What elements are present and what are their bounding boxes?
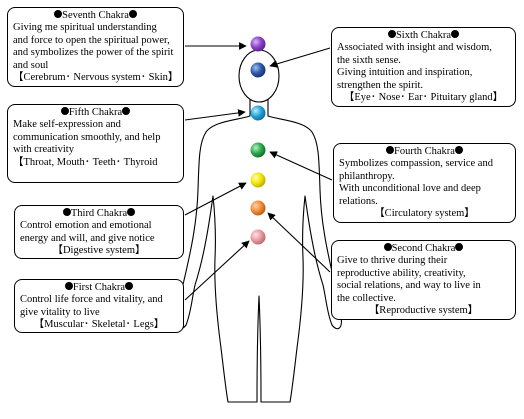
organs-line: 【Circulatory system】 bbox=[374, 208, 475, 220]
third-chakra-title: Third Chakra bbox=[20, 208, 178, 220]
description-line: the collective. bbox=[337, 292, 396, 304]
fourth-chakra-title: Fourth Chakra bbox=[339, 146, 510, 158]
description-line: Symbolizes compassion, service and bbox=[339, 158, 493, 170]
second-chakra-sphere bbox=[250, 200, 266, 216]
bullet-icon bbox=[122, 107, 131, 115]
fifth-chakra-title: Fifth Chakra bbox=[13, 107, 178, 119]
bullet-icon bbox=[455, 243, 464, 251]
sixth-chakra-sphere bbox=[250, 62, 266, 78]
description-line: Control life force and vitality, and bbox=[20, 294, 163, 306]
seventh-chakra-box: Seventh Chakra Giving me spiritual under… bbox=[7, 7, 184, 87]
sixth-chakra-box: Sixth Chakra Associated with insight and… bbox=[331, 27, 516, 107]
bullet-icon bbox=[64, 282, 73, 290]
second-chakra-box: Second Chakra Give to thrive during thei… bbox=[331, 240, 516, 320]
bullet-icon bbox=[454, 146, 463, 154]
second-chakra-arrow bbox=[267, 212, 331, 273]
human-silhouette bbox=[176, 49, 342, 403]
organs-line: 【Eye･ Nose･ Ear･ Pituitary gland】 bbox=[343, 92, 504, 104]
description-line: Associated with insight and wisdom, bbox=[337, 42, 492, 54]
description-line: give vitality to live bbox=[20, 306, 100, 318]
description-line: reproductive ability, creativity, bbox=[337, 267, 466, 279]
bullet-icon bbox=[54, 10, 63, 18]
bullet-icon bbox=[60, 107, 69, 115]
sixth-chakra-arrow bbox=[269, 47, 331, 68]
second-chakra-title: Second Chakra bbox=[337, 243, 510, 255]
description-line: Giving me spiritual understanding bbox=[13, 22, 157, 34]
fourth-chakra-arrow bbox=[269, 151, 333, 181]
description-line: Give to thrive during their bbox=[337, 255, 448, 267]
bullet-icon bbox=[386, 146, 395, 154]
description-line: With unconditional love and deep bbox=[339, 183, 481, 195]
description-line: Control emotion and emotional bbox=[20, 220, 152, 232]
description-line: the sixth sense. bbox=[337, 54, 401, 66]
fifth-chakra-sphere bbox=[250, 105, 266, 121]
organs-line: 【Digestive system】 bbox=[52, 245, 146, 257]
first-chakra-title: First Chakra bbox=[20, 282, 178, 294]
bullet-icon bbox=[128, 10, 137, 18]
description-line: Giving intuition and inspiration, bbox=[337, 67, 473, 79]
third-chakra-sphere bbox=[250, 172, 266, 188]
description-line: and symbolizes the power of the spirit bbox=[13, 47, 174, 59]
description-line: communication smoothly, and help bbox=[13, 131, 161, 143]
first-chakra-sphere bbox=[250, 229, 266, 245]
third-chakra-arrow bbox=[184, 182, 247, 216]
chakra-spheres bbox=[250, 36, 266, 245]
third-chakra-box: Third Chakra Control emotion and emotion… bbox=[14, 205, 184, 259]
description-line: energy and will, and give notice bbox=[20, 232, 155, 244]
description-line: and force to open the spiritual power, bbox=[13, 34, 170, 46]
organs-line: 【Cerebrum･ Nervous system･ Skin】 bbox=[13, 72, 179, 84]
bullet-icon bbox=[62, 208, 71, 216]
first-chakra-arrow bbox=[184, 240, 250, 301]
sixth-chakra-title: Sixth Chakra bbox=[337, 30, 510, 42]
description-line: strengthen the spirit. bbox=[337, 79, 424, 91]
description-line: social relations, and way to live in bbox=[337, 280, 481, 292]
organs-line: 【Reproductive system】 bbox=[368, 305, 479, 317]
fourth-chakra-box: Fourth Chakra Symbolizes compassion, ser… bbox=[333, 143, 516, 223]
bullet-icon bbox=[125, 282, 134, 290]
organs-line: 【Muscular･ Skeletal･ Legs】 bbox=[33, 319, 165, 331]
bullet-icon bbox=[451, 30, 460, 38]
fourth-chakra-sphere bbox=[250, 142, 266, 158]
fifth-chakra-box: Fifth Chakra Make self-expression and co… bbox=[7, 104, 184, 183]
description-line: with creativity bbox=[13, 144, 74, 156]
seventh-chakra-sphere bbox=[250, 36, 266, 52]
description-line: and soul bbox=[13, 59, 49, 71]
description-line: relations. bbox=[339, 195, 378, 207]
description-line: Make self-expression and bbox=[13, 119, 121, 131]
chakra-arrows bbox=[184, 42, 333, 301]
description-line: philanthropy. bbox=[339, 170, 395, 182]
first-chakra-box: First Chakra Control life force and vita… bbox=[14, 279, 184, 333]
bullet-icon bbox=[387, 30, 396, 38]
seventh-chakra-title: Seventh Chakra bbox=[13, 10, 178, 22]
organs-line: 【Throat, Mouth･ Teeth･ Thyroid bbox=[13, 156, 158, 168]
fifth-chakra-arrow bbox=[184, 109, 246, 121]
bullet-icon bbox=[127, 208, 136, 216]
bullet-icon bbox=[383, 243, 392, 251]
